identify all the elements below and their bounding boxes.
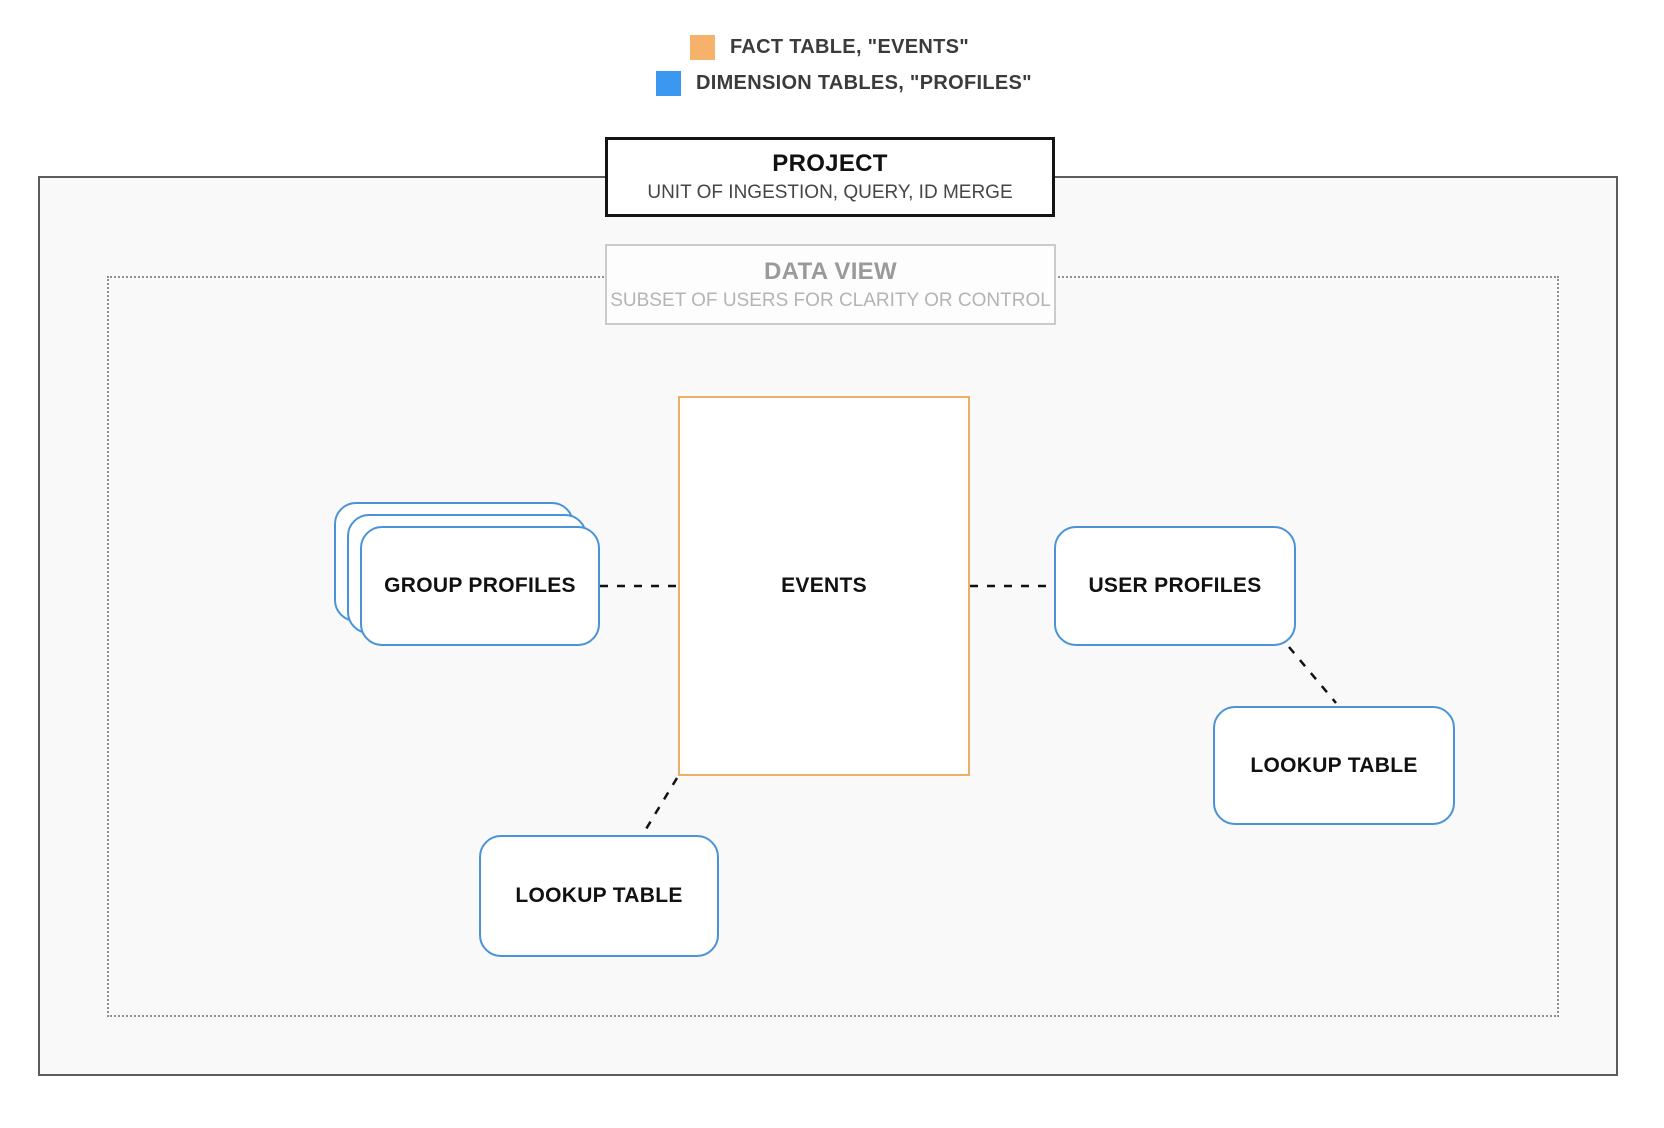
data-view-title: DATA VIEW xyxy=(764,257,897,285)
group-profiles-node-label: GROUP PROFILES xyxy=(384,574,576,597)
dimension-table-swatch-icon xyxy=(656,70,681,96)
data-view-label-box: DATA VIEW SUBSET OF USERS FOR CLARITY OR… xyxy=(605,244,1056,325)
project-title: PROJECT xyxy=(772,150,888,177)
lookup-table-bottom-node-label: LOOKUP TABLE xyxy=(515,884,683,907)
legend-item-dimension-tables: DIMENSION TABLES, "PROFILES" xyxy=(656,70,1032,96)
legend-label-dimension-tables: DIMENSION TABLES, "PROFILES" xyxy=(696,71,1032,94)
legend-label-fact-table: FACT TABLE, "EVENTS" xyxy=(730,35,970,58)
legend-item-fact-table: FACT TABLE, "EVENTS" xyxy=(690,34,969,60)
user-profiles-node-label: USER PROFILES xyxy=(1088,574,1262,597)
user-profiles-node: USER PROFILES xyxy=(1054,526,1296,646)
data-view-subtitle: SUBSET OF USERS FOR CLARITY OR CONTROL xyxy=(610,289,1051,311)
lookup-table-right-node-label: LOOKUP TABLE xyxy=(1250,753,1418,777)
fact-table-swatch-icon xyxy=(690,34,715,60)
project-label-box: PROJECT UNIT OF INGESTION, QUERY, ID MER… xyxy=(605,137,1055,217)
events-node-label: EVENTS xyxy=(781,574,867,597)
lookup-table-right-node: LOOKUP TABLE xyxy=(1213,706,1455,825)
events-node: EVENTS xyxy=(678,396,970,776)
group-profiles-node: GROUP PROFILES xyxy=(360,526,600,646)
project-subtitle: UNIT OF INGESTION, QUERY, ID MERGE xyxy=(647,182,1013,203)
lookup-table-bottom-node: LOOKUP TABLE xyxy=(479,835,719,957)
